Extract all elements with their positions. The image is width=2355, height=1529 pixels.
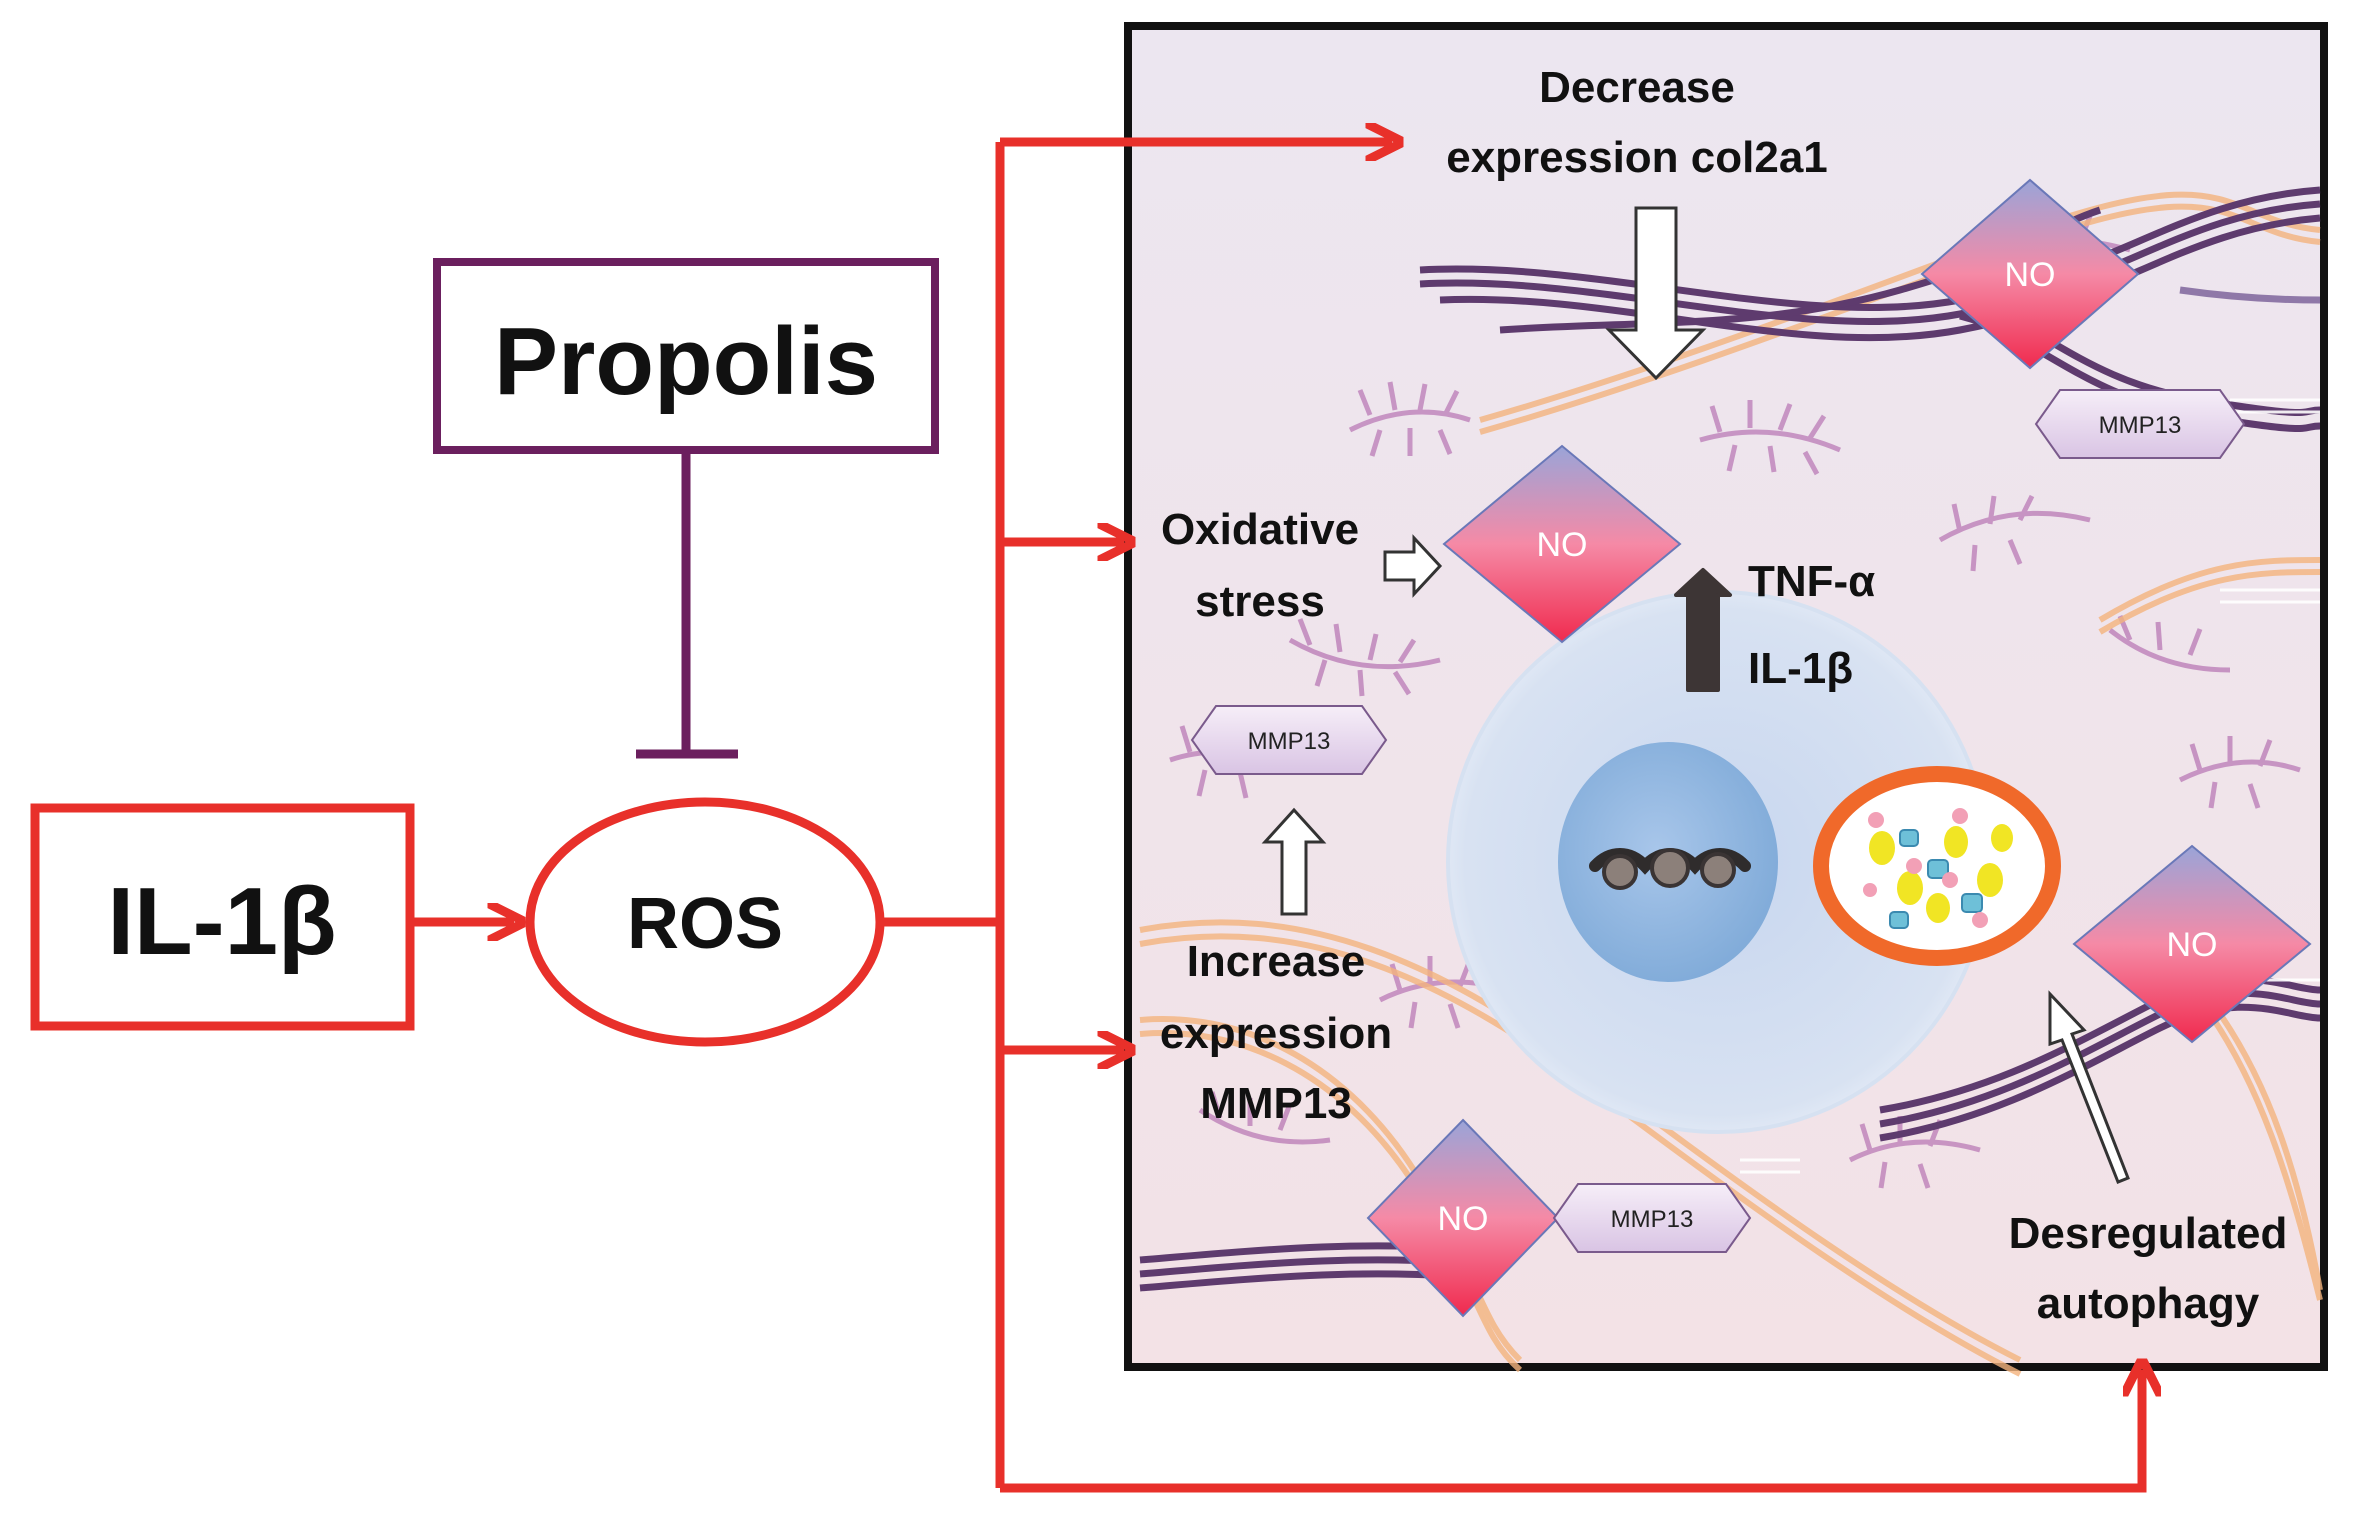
il1b-inner-label: IL-1β [1748,644,1853,693]
chromatin-icon [1589,848,1751,890]
chondrocyte-cell [1446,590,2061,1134]
mmp13-hexagon: MMP13 [1552,1183,1752,1253]
il1b-node: IL-1β [30,803,415,1031]
no-diamond: NO [1366,1118,1560,1318]
no-label: NO [1537,526,1588,564]
propolis-label: Propolis [494,308,878,415]
mmp13-hexagon: MMP13 [1190,705,1388,775]
autophagy-label-line2: autophagy [2037,1279,2260,1328]
activation-edges [410,142,2142,1493]
cartilage-panel: NO NO NO NO MMP13 MMP13 MMP13 Decrease [1124,22,2328,1377]
mmp13-up-arrow-icon [1261,807,1327,916]
no-diamond: NO [2072,844,2312,1044]
no-diamond: NO [1442,444,1682,644]
col2a1-down-arrow-icon [1605,206,1707,381]
increase-label-line3: MMP13 [1200,1079,1352,1128]
oxidative-label-line2: stress [1195,577,1325,626]
decrease-label-line1: Decrease [1539,63,1735,112]
ros-node: ROS [525,797,885,1047]
oxidative-label-line1: Oxidative [1161,505,1359,554]
to-autophagy-edge [1000,1370,2142,1493]
decrease-label-line2: expression col2a1 [1446,133,1828,182]
increase-label-line1: Increase [1187,937,1366,986]
increase-label-line2: expression [1160,1009,1392,1058]
no-label: NO [1438,1200,1489,1238]
autophagy-diagonal-arrow-icon [2048,990,2130,1184]
oxidative-right-arrow-icon [1383,534,1443,598]
mmp13-label: MMP13 [2099,412,2182,439]
propolis-inhibits-ros-edge [636,450,738,759]
il1b-label: IL-1β [107,868,336,975]
no-diamond: NO [1920,178,2140,370]
propolis-box [433,258,939,454]
mmp13-label: MMP13 [1611,1206,1694,1233]
no-label: NO [2005,256,2056,294]
autophagy-label-line1: Desregulated [2009,1209,2288,1258]
tnf-label: TNF-α [1748,557,1875,606]
propolis-node: Propolis [433,258,939,454]
il1b-box [30,803,415,1031]
cytokine-up-arrow-icon [1674,568,1732,692]
autophagosome-icon [1813,766,2061,966]
mmp13-hexagon: MMP13 [2034,389,2246,459]
mmp13-label: MMP13 [1248,728,1331,755]
ros-label: ROS [627,884,783,964]
no-label: NO [2167,926,2218,964]
